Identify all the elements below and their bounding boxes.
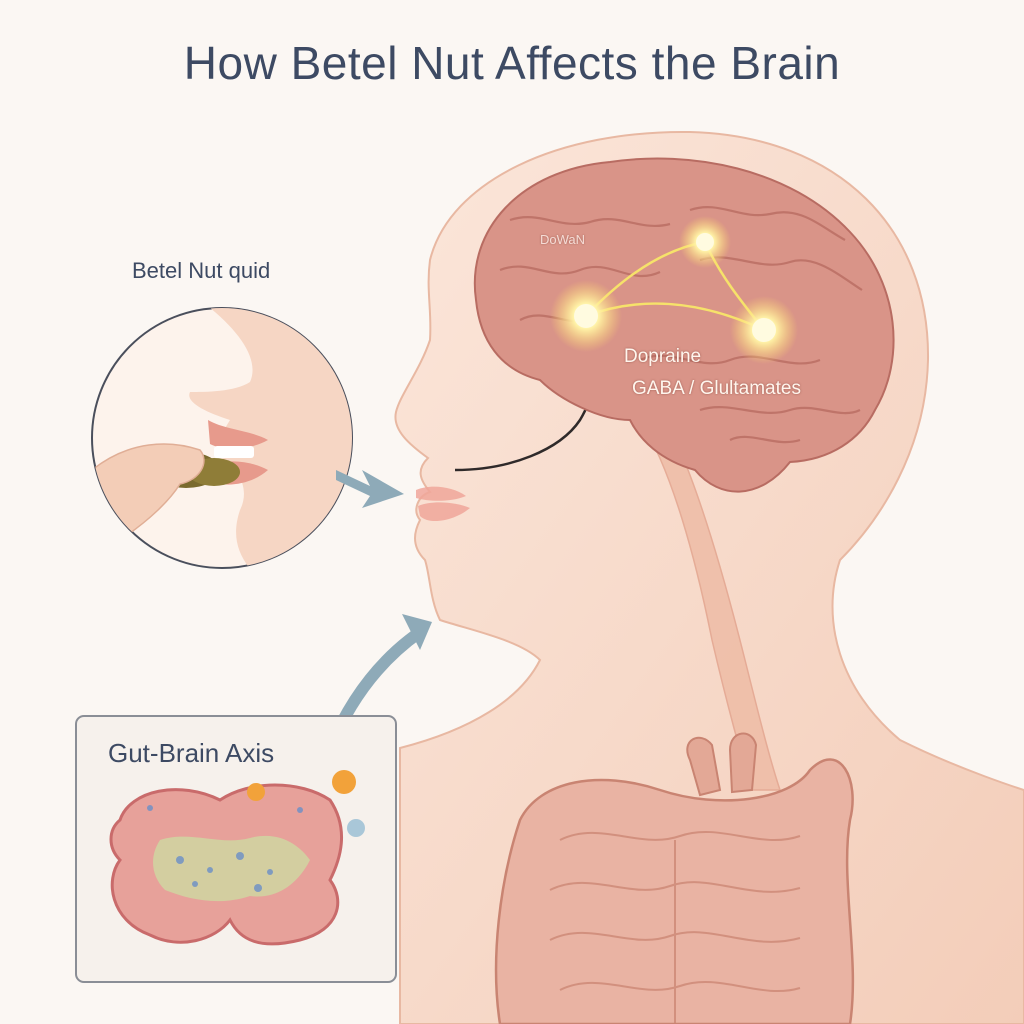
arrow-gut-to-brain-head xyxy=(402,614,432,650)
gut-brain-label: Gut-Brain Axis xyxy=(108,738,275,768)
arrow-to-mouth xyxy=(336,470,404,508)
gut-brain-inset xyxy=(75,715,397,983)
diagram-title: How Betel Nut Affects the Brain xyxy=(183,37,841,89)
stomach-intestines xyxy=(494,732,855,1024)
neurotransmitter-label-gaba: GABA / Glultamates xyxy=(632,378,801,399)
brain xyxy=(473,157,895,493)
lips xyxy=(416,486,470,522)
quid-label: Betel Nut quid xyxy=(132,258,271,283)
quid-inset xyxy=(91,307,353,569)
neurotransmitter-label-dopamine: Dopraine xyxy=(624,346,702,367)
activation-glows xyxy=(550,216,798,364)
brain-top-label: DoWaN xyxy=(540,232,586,247)
